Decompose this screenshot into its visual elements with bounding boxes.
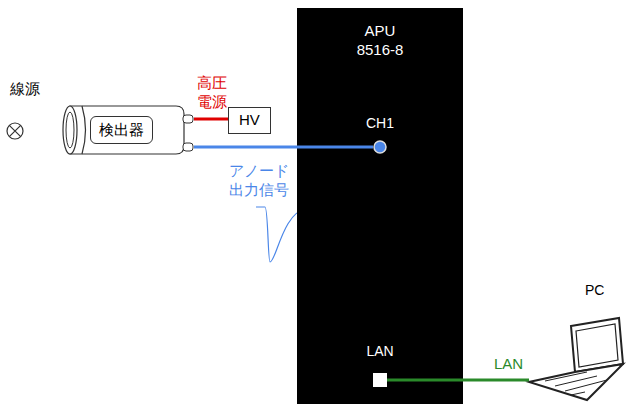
hv-cable — [194, 118, 228, 121]
hv-supply-box: HV — [228, 107, 271, 134]
node-label: PC — [527, 282, 625, 300]
cable-label: アノード 出力信号 — [224, 162, 293, 200]
input-jack — [373, 140, 387, 154]
node-label: CH1 — [362, 115, 398, 133]
node-label: 線源 — [2, 80, 48, 99]
pc-laptop: PC — [527, 282, 625, 406]
node-label: LAN — [360, 343, 400, 361]
node-label: 検出器 — [90, 116, 153, 145]
laptop-icon — [527, 282, 625, 406]
ch1-connector: CH1 — [362, 115, 398, 161]
lan-socket — [373, 373, 387, 387]
lan-port: LAN — [360, 343, 400, 393]
apu-panel: APU 8516-8CH1LAN — [297, 8, 463, 404]
signal-cable — [194, 146, 373, 149]
source-symbol — [4, 120, 26, 142]
cable-label: 高圧 電源 — [194, 74, 230, 112]
cable-label: LAN — [486, 355, 531, 374]
node-label: APU 8516-8 — [348, 22, 412, 60]
lan-cable — [387, 379, 529, 382]
radiation-source: 線源 — [2, 80, 48, 144]
detector: 検出器 — [62, 104, 194, 156]
node-label: HV — [239, 111, 260, 130]
